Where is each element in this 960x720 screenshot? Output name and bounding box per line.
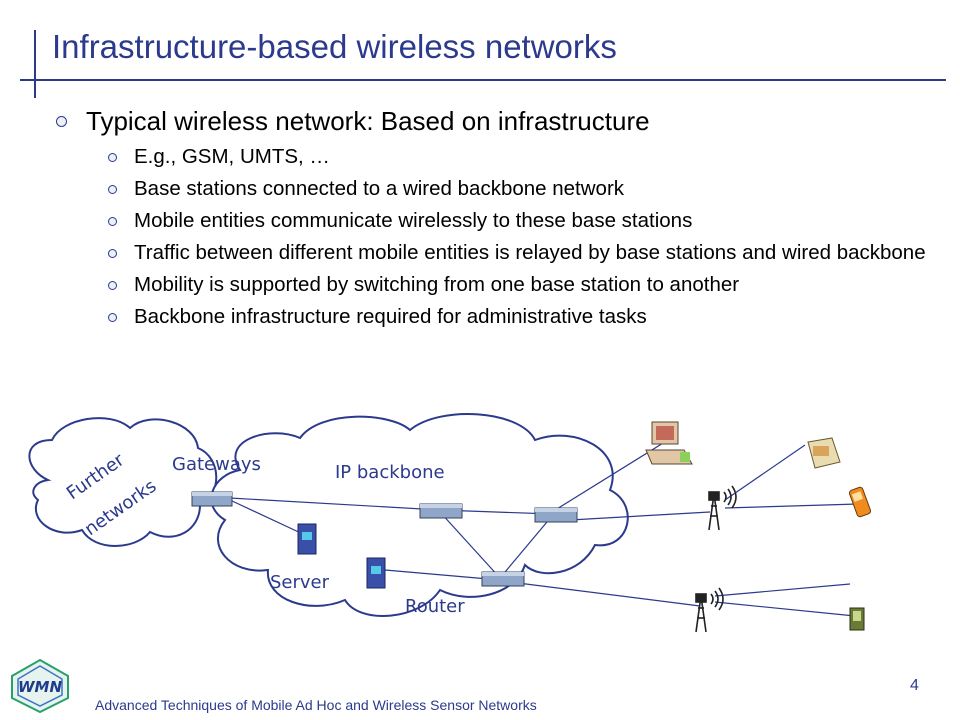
server-icon bbox=[366, 557, 386, 589]
wmn-logo: WMN bbox=[11, 658, 69, 714]
sub-bullet: Traffic between different mobile entitie… bbox=[52, 240, 942, 266]
page-number: 4 bbox=[910, 677, 919, 694]
label-gateways: Gateways bbox=[172, 454, 261, 475]
network-diagram: Further networks Gateways IP backbone Se… bbox=[28, 413, 872, 633]
wireless-link-pda2 bbox=[714, 601, 856, 617]
link-router-router3 bbox=[499, 515, 553, 579]
pda-icon bbox=[849, 607, 865, 631]
bullet-dot-icon bbox=[56, 116, 67, 127]
sub-bullet: Mobility is supported by switching from … bbox=[52, 272, 942, 298]
sub-bullet: Mobile entities communicate wirelessly t… bbox=[52, 208, 942, 234]
slide-title: Infrastructure-based wireless networks bbox=[52, 28, 617, 65]
link-gateway-server bbox=[229, 499, 306, 536]
label-server: Server bbox=[270, 572, 330, 593]
sub-bullet-text: Mobility is supported by switching from … bbox=[134, 273, 740, 296]
title-vertical-rule bbox=[34, 30, 36, 98]
bullet-dot-icon bbox=[108, 313, 117, 322]
ip-backbone-cloud bbox=[210, 413, 629, 617]
sub-bullet-text: Backbone infrastructure required for adm… bbox=[134, 305, 647, 328]
logo-text: WMN bbox=[18, 678, 62, 696]
further-networks-cloud bbox=[28, 417, 218, 547]
sub-bullet: Base stations connected to a wired backb… bbox=[52, 176, 942, 202]
desktop-pc-icon bbox=[645, 421, 693, 465]
wireless-link-laptop bbox=[724, 444, 806, 501]
base-station-tower-icon bbox=[695, 587, 724, 633]
link-gateway-router bbox=[229, 497, 441, 511]
sub-bullet-text: Mobile entities communicate wirelessly t… bbox=[134, 209, 693, 232]
sub-bullet-text: E.g., GSM, UMTS, … bbox=[134, 145, 330, 168]
bullet-dot-icon bbox=[108, 281, 117, 290]
link-server-router bbox=[384, 569, 501, 581]
server-icon bbox=[297, 523, 317, 555]
bullet-main-text: Typical wireless network: Based on infra… bbox=[86, 106, 650, 136]
footer-course-title: Advanced Techniques of Mobile Ad Hoc and… bbox=[95, 697, 537, 713]
router-icon bbox=[419, 503, 463, 519]
laptop-icon bbox=[807, 437, 841, 469]
title-horizontal-rule bbox=[20, 79, 946, 81]
gateway-router-icon bbox=[191, 491, 233, 507]
router-icon bbox=[481, 571, 525, 587]
bullet-dot-icon bbox=[108, 217, 117, 226]
sub-bullet: Backbone infrastructure required for adm… bbox=[52, 304, 942, 330]
bullet-dot-icon bbox=[108, 249, 117, 258]
link-router-bs1 bbox=[569, 511, 711, 521]
base-station-tower-icon bbox=[708, 485, 737, 531]
sub-bullet-text: Traffic between different mobile entitie… bbox=[134, 241, 926, 264]
sub-bullet: E.g., GSM, UMTS, … bbox=[52, 144, 942, 170]
router-icon bbox=[534, 507, 578, 523]
label-router: Router bbox=[405, 596, 465, 617]
link-router-router2 bbox=[439, 511, 501, 579]
label-ip-backbone: IP backbone bbox=[335, 462, 445, 483]
link-router-bs2 bbox=[509, 581, 701, 607]
bullet-list: Typical wireless network: Based on infra… bbox=[52, 104, 942, 336]
sub-bullet-text: Base stations connected to a wired backb… bbox=[134, 177, 625, 200]
bullet-dot-icon bbox=[108, 185, 117, 194]
wireless-link-phone bbox=[724, 503, 859, 509]
bullet-main: Typical wireless network: Based on infra… bbox=[52, 104, 942, 138]
mobile-phone-icon bbox=[848, 486, 872, 518]
bullet-dot-icon bbox=[108, 153, 117, 162]
wireless-link-pda bbox=[714, 583, 851, 597]
